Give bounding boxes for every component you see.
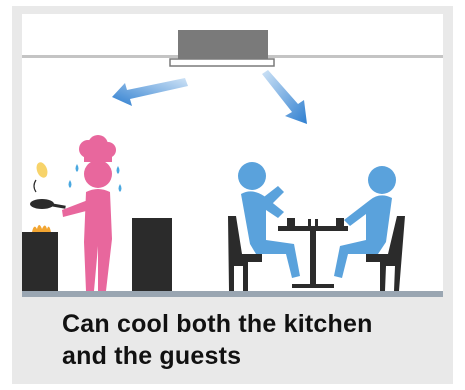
restaurant-scene: [22, 14, 443, 297]
ceiling-ac-icon: [170, 30, 274, 66]
caption-line-2: and the guests: [62, 340, 447, 372]
caption: Can cool both the kitchen and the guests: [62, 308, 447, 372]
floor: [22, 291, 443, 297]
airflow-arrow-left-icon: [112, 78, 188, 106]
airflow-arrow-right-icon: [262, 70, 307, 124]
counter-icon: [132, 218, 172, 291]
scene-illustration: [22, 14, 443, 297]
caption-line-1: Can cool both the kitchen: [62, 308, 447, 340]
stove-icon: [22, 225, 58, 291]
